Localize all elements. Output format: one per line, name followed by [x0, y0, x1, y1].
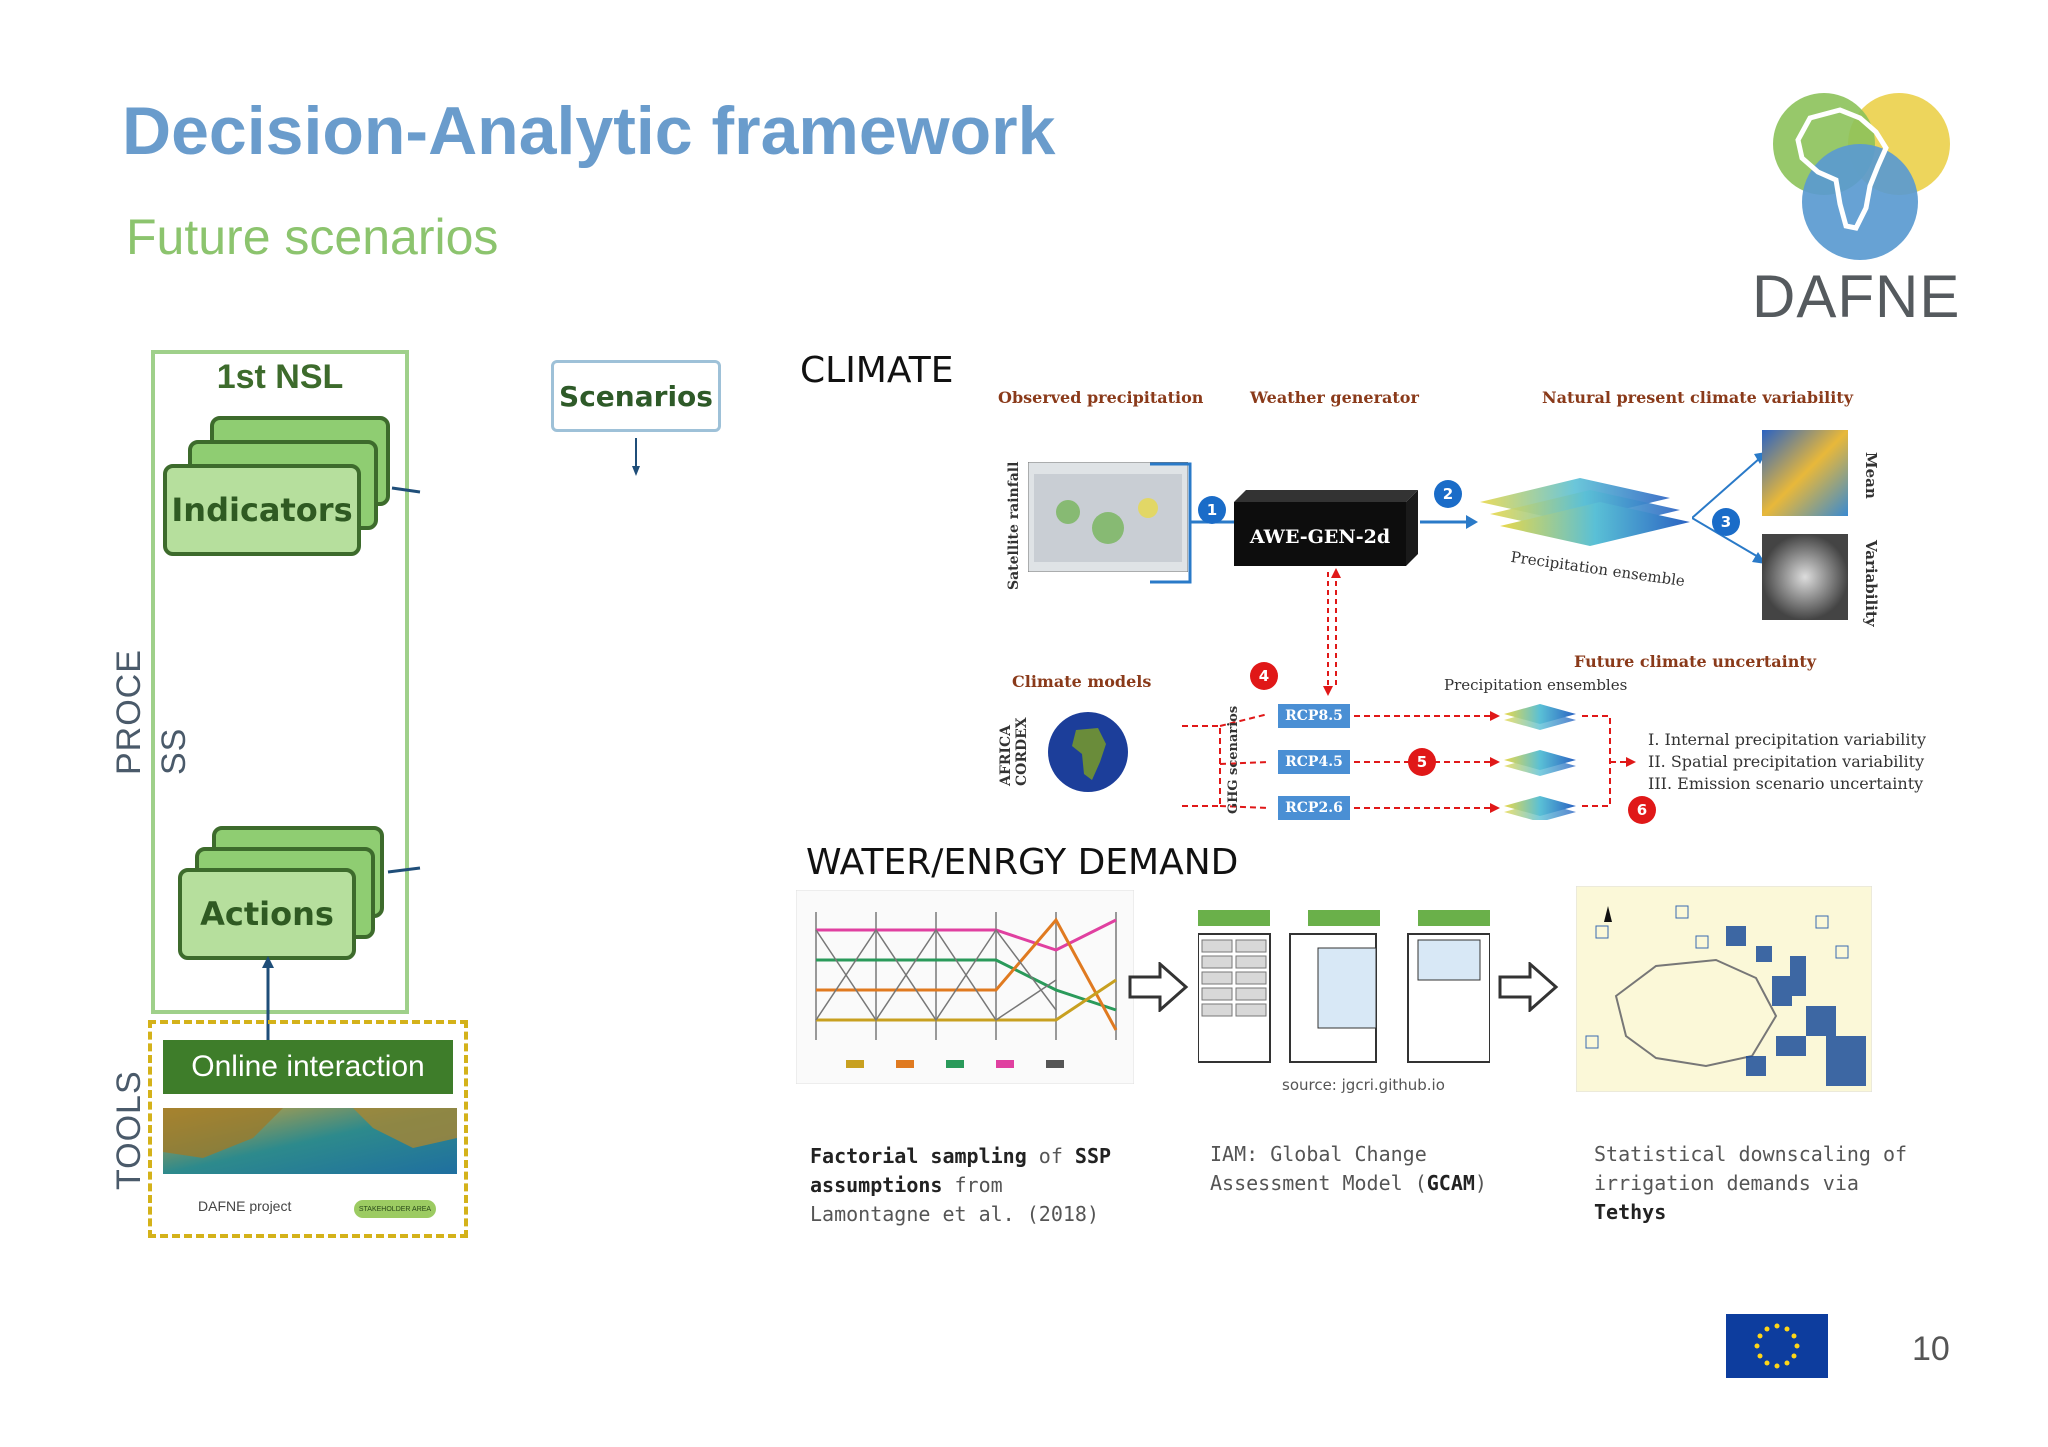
tools-label: TOOLS — [110, 1070, 148, 1190]
water-energy-heading: WATER/ENRGY DEMAND — [806, 842, 1239, 883]
caption-line: Tethys — [1594, 1198, 1907, 1227]
caption-line: Factorial sampling of SSP — [810, 1142, 1111, 1171]
mean-variability-maps — [1762, 430, 1848, 620]
caption-text: Assessment Model ( — [1210, 1171, 1427, 1195]
actions-box[interactable]: Actions — [178, 868, 356, 960]
future-uncertainty-label: Future climate uncertainty — [1574, 652, 1817, 671]
observed-precip-label: Observed precipitation — [998, 388, 1204, 407]
caption-bold: GCAM — [1426, 1171, 1475, 1195]
step-badge-4: 4 — [1250, 662, 1278, 690]
arrow-right — [1420, 515, 1478, 529]
caption-line: IAM: Global Change — [1210, 1140, 1487, 1169]
scenarios-button[interactable]: Scenarios — [551, 360, 721, 432]
online-interaction-button[interactable]: Online interaction — [163, 1040, 453, 1094]
caption-factorial-sampling: Factorial sampling of SSP assumptions fr… — [810, 1142, 1111, 1229]
ghg-bracket — [1182, 713, 1269, 809]
caption-tethys: Statistical downscaling of irrigation de… — [1594, 1140, 1907, 1227]
precip-ensemble-stack — [1480, 478, 1690, 546]
split-arrows — [1692, 452, 1766, 564]
uncertainty-item-3: III. Emission scenario uncertainty — [1648, 774, 1924, 793]
dafne-project-label: DAFNE project — [198, 1198, 292, 1214]
ghg-scenarios-label: GHG scenarios — [1226, 705, 1241, 814]
caption-gcam: IAM: Global Change Assessment Model (GCA… — [1210, 1140, 1487, 1198]
logo-wordmark: DAFNE — [1752, 263, 1961, 330]
caption-line: Statistical downscaling of — [1594, 1140, 1907, 1169]
globe-icon — [1048, 712, 1128, 792]
step-badge-3: 3 — [1712, 508, 1740, 536]
natural-variability-label: Natural present climate variability — [1542, 388, 1854, 407]
climate-heading: CLIMATE — [800, 350, 954, 391]
caption-line: assumptions from — [810, 1171, 1111, 1200]
connector-lines — [262, 438, 640, 1060]
caption-text: Lamontagne et al. (2018) — [810, 1202, 1099, 1226]
indicators-box[interactable]: Indicators — [163, 464, 361, 556]
caption-line: Assessment Model (GCAM) — [1210, 1169, 1487, 1198]
uncertainty-bracket — [1582, 715, 1636, 807]
weather-generator-label: Weather generator — [1250, 388, 1419, 407]
page-number: 10 — [1912, 1330, 1950, 1368]
awe-gen-label: AWE-GEN-2d — [1249, 526, 1391, 548]
africa-cordex-label: AFRICA CORDEX — [998, 717, 1030, 786]
caption-bold: Factorial sampling — [810, 1144, 1027, 1168]
gcam-diagram — [1198, 910, 1490, 1063]
uncertainty-item-2: II. Spatial precipitation variability — [1648, 752, 1925, 771]
caption-text: IAM: Global Change — [1210, 1142, 1427, 1166]
eu-flag-icon — [1726, 1314, 1828, 1378]
satellite-rainfall-label: Satellite rainfall — [1006, 461, 1022, 590]
step-badge-5: 5 — [1408, 748, 1436, 776]
climate-models-label: Climate models — [1012, 672, 1152, 691]
caption-text: Statistical downscaling of — [1594, 1142, 1908, 1166]
stakeholder-area-button[interactable]: STAKEHOLDER AREA — [354, 1200, 436, 1218]
caption-text: irrigation demands via — [1594, 1171, 1859, 1195]
step-badge-1: 1 — [1198, 496, 1226, 524]
tethys-downscaling-map — [1576, 886, 1872, 1092]
page-subtitle: Future scenarios — [126, 209, 499, 265]
caption-text: of — [1026, 1144, 1075, 1168]
caption-text: ) — [1474, 1171, 1487, 1195]
rcp45-box: RCP4.5 — [1278, 750, 1350, 774]
caption-bold: Tethys — [1594, 1200, 1667, 1224]
rcp-arrows — [1354, 711, 1500, 813]
hollow-arrow-icon — [1498, 962, 1559, 1012]
awe-gen-box — [1234, 490, 1418, 566]
variability-label: Variability — [1862, 540, 1880, 627]
nsl-container — [151, 350, 409, 1014]
rcp26-box: RCP2.6 — [1278, 796, 1350, 820]
mean-label: Mean — [1862, 452, 1880, 499]
caption-bold: SSP — [1074, 1144, 1112, 1168]
tools-container — [148, 1020, 468, 1238]
caption-text: from — [942, 1173, 1003, 1197]
uncertainty-item-1: I. Internal precipitation variability — [1648, 730, 1926, 749]
rcp85-box: RCP8.5 — [1278, 704, 1350, 728]
page-title: Decision-Analytic framework — [122, 93, 1056, 169]
ssp-parallel-coordinates — [796, 890, 1134, 1084]
step-badge-2: 2 — [1434, 480, 1462, 508]
hollow-arrow-icon — [1128, 962, 1189, 1012]
nsl-title: 1st NSL — [216, 358, 344, 396]
caption-line: Lamontagne et al. (2018) — [810, 1200, 1111, 1229]
caption-bold: assumptions — [810, 1173, 943, 1197]
caption-line: irrigation demands via — [1594, 1169, 1907, 1198]
lake-photo — [163, 1108, 457, 1174]
precip-ensembles-label: Precipitation ensembles — [1444, 676, 1628, 694]
rcp-ensembles — [1504, 704, 1576, 820]
red-vertical-arrows — [1323, 568, 1341, 696]
dafne-logo-icon — [1773, 93, 1950, 260]
source-label: source: jgcri.github.io — [1282, 1076, 1445, 1094]
satellite-map — [1028, 462, 1188, 572]
observed-bracket — [1150, 462, 1235, 584]
step-badge-6: 6 — [1628, 796, 1656, 824]
